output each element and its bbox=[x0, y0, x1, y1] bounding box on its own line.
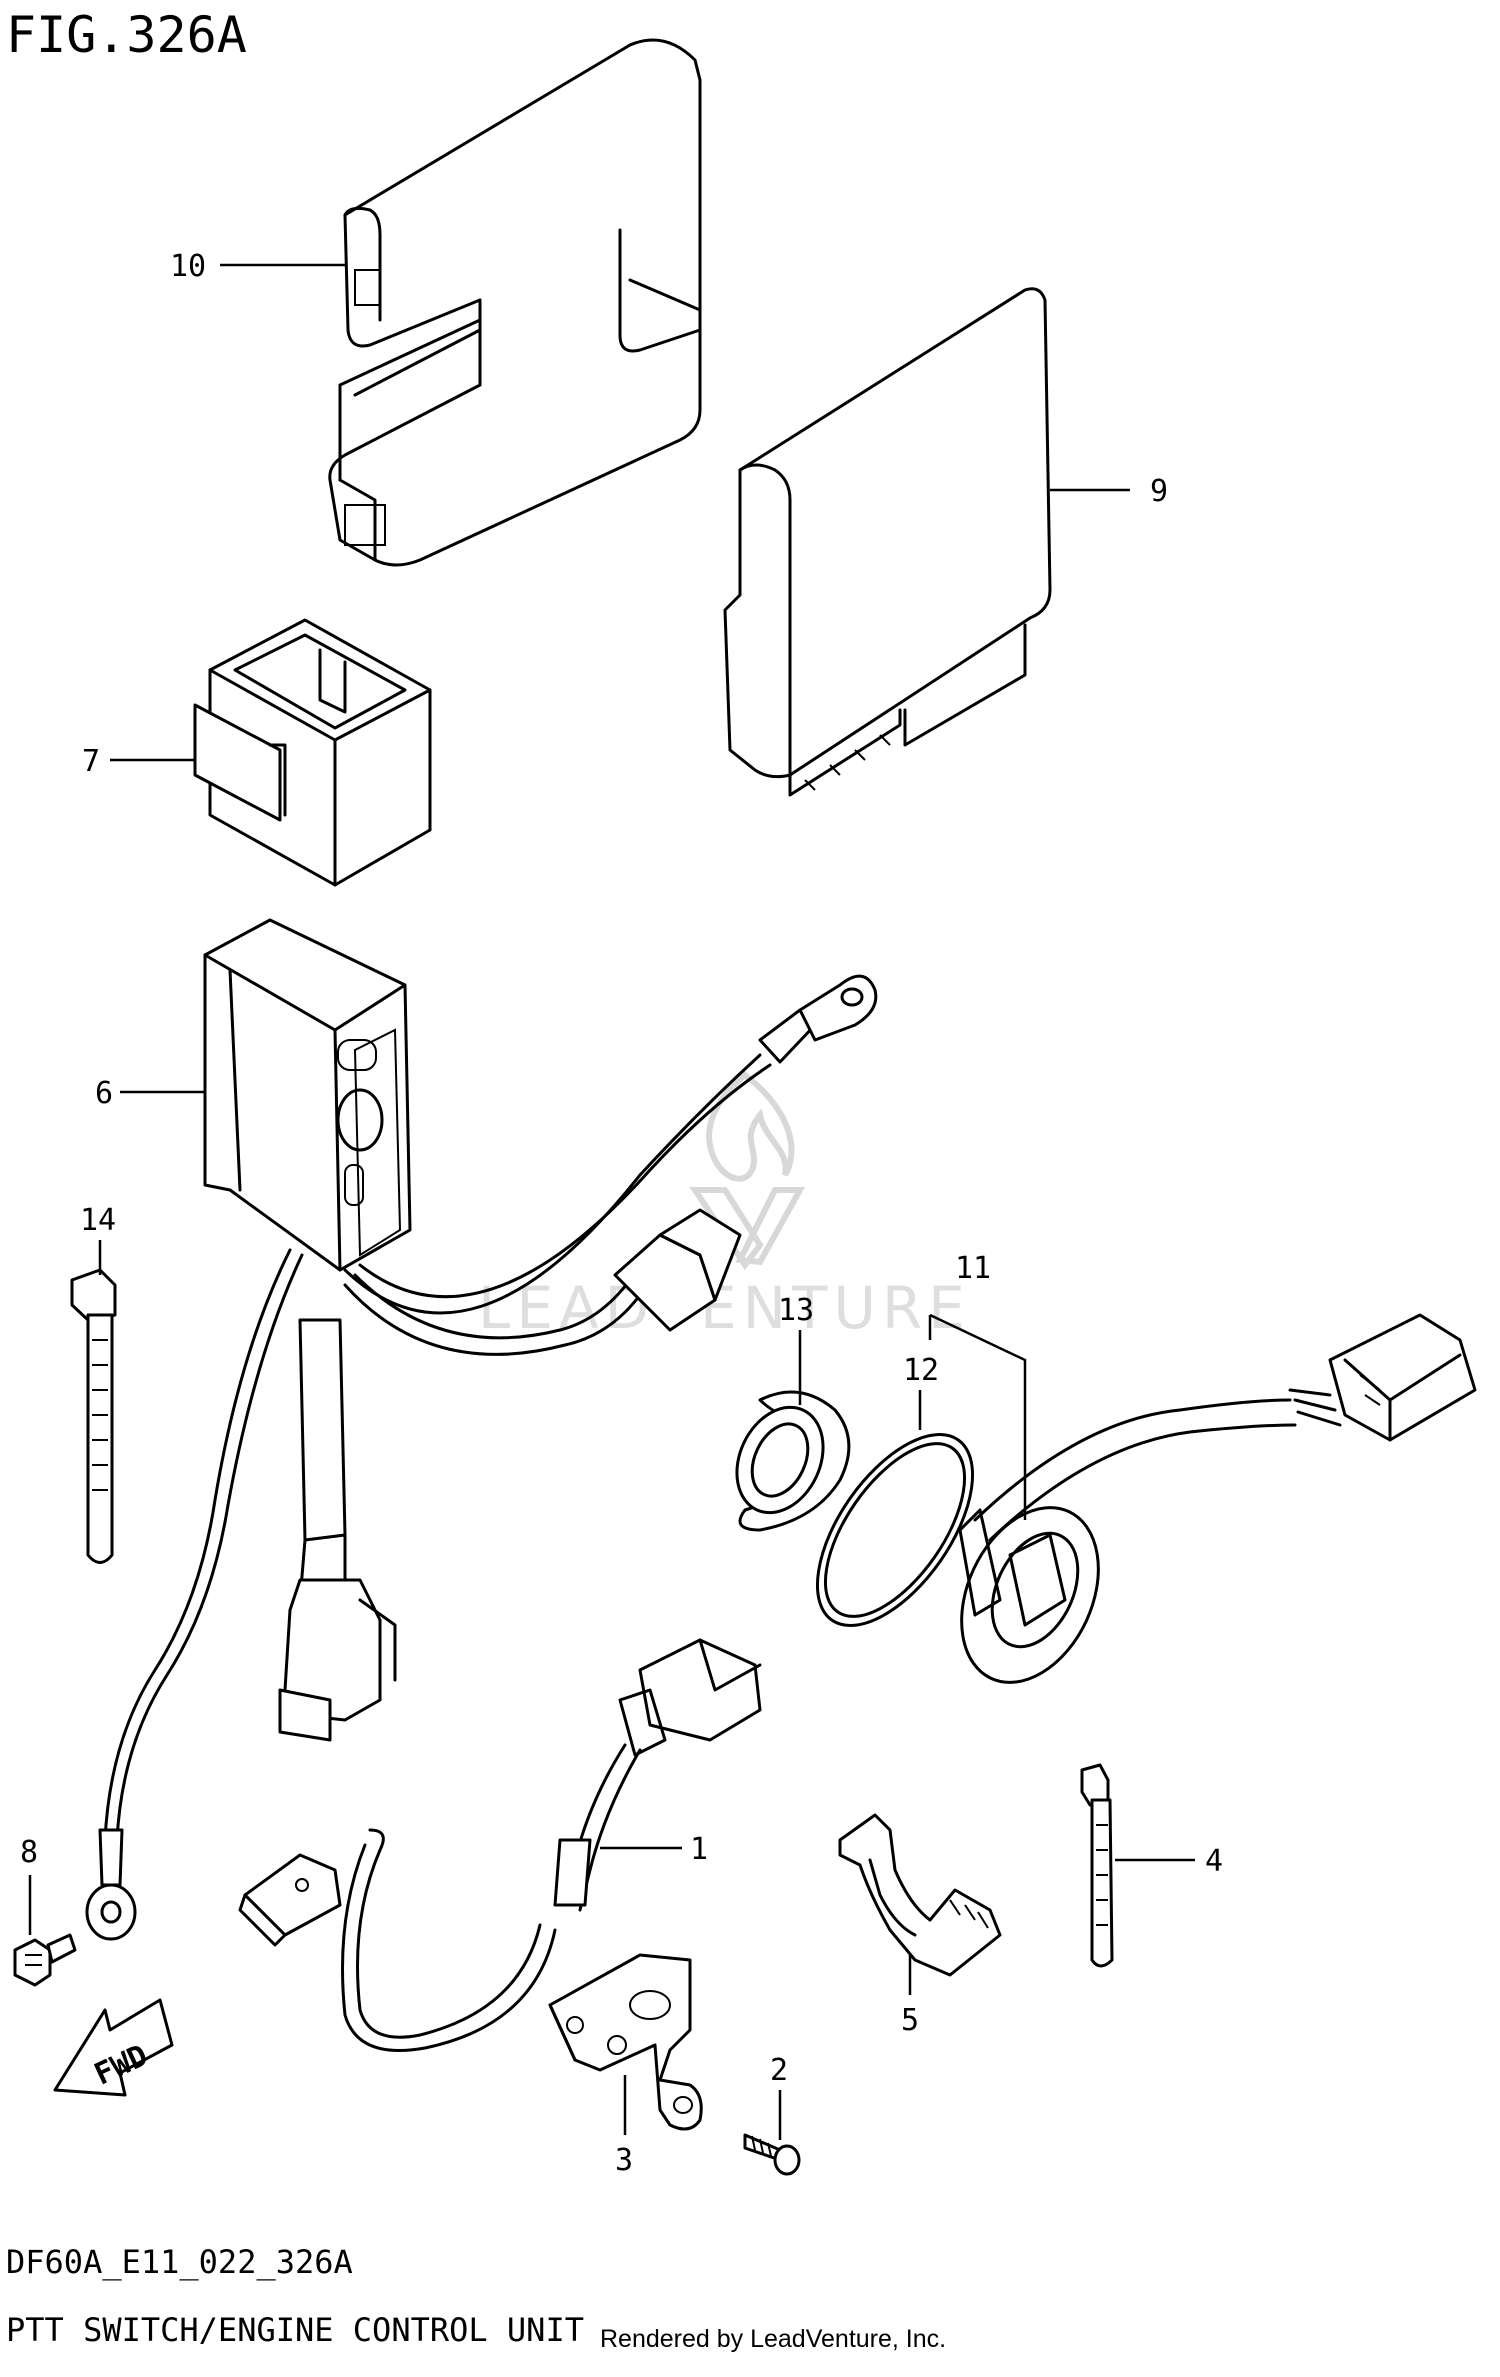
figure-title: FIG.326A bbox=[6, 6, 247, 64]
render-credit: Rendered by LeadVenture, Inc. bbox=[600, 2325, 946, 2353]
part-3-bracket[interactable] bbox=[548, 1953, 703, 2131]
callout-4: 4 bbox=[1205, 1844, 1223, 1879]
callout-6: 6 bbox=[95, 1076, 113, 1111]
part-5-clamp[interactable] bbox=[838, 1813, 1002, 1977]
callout-12: 12 bbox=[903, 1353, 939, 1388]
part-13-grommet[interactable] bbox=[721, 1390, 851, 1532]
callout-1: 1 bbox=[690, 1832, 708, 1867]
part-11-switch-socket-harness[interactable] bbox=[935, 1313, 1477, 1705]
leader-lines bbox=[28, 263, 1195, 2140]
callout-3: 3 bbox=[615, 2143, 633, 2178]
callout-14: 14 bbox=[80, 1203, 116, 1238]
figure-code: DF60A_E11_022_326A bbox=[6, 2243, 353, 2281]
part-14-cable-tie[interactable] bbox=[70, 1268, 117, 1564]
callout-9: 9 bbox=[1150, 474, 1168, 509]
part-8-bolt[interactable] bbox=[13, 1933, 77, 1987]
callout-8: 8 bbox=[20, 1835, 38, 1870]
part-2-screw[interactable] bbox=[743, 2133, 801, 2176]
callout-labels: 10 9 7 6 14 11 13 12 1 4 8 5 2 3 bbox=[20, 249, 1223, 2178]
fwd-direction-arrow: FWD bbox=[53, 1998, 174, 2097]
callout-5: 5 bbox=[901, 2003, 919, 2038]
part-7-relay-box[interactable] bbox=[193, 618, 432, 887]
part-12-o-ring[interactable] bbox=[787, 1408, 1003, 1651]
part-1-wiring-harness[interactable] bbox=[238, 1638, 762, 2052]
callout-11: 11 bbox=[955, 1251, 991, 1286]
callout-7: 7 bbox=[82, 744, 100, 779]
part-4-cable-tie[interactable] bbox=[1080, 1763, 1114, 1968]
figure-caption: PTT SWITCH/ENGINE CONTROL UNIT bbox=[6, 2311, 584, 2349]
watermark-logo: LEADVENTURE bbox=[478, 1071, 965, 1342]
part-6-ptt-switch-harness[interactable] bbox=[85, 918, 878, 1941]
callout-13: 13 bbox=[778, 1293, 814, 1328]
callout-2: 2 bbox=[770, 2053, 788, 2088]
part-10-ecu-holder[interactable] bbox=[328, 38, 702, 567]
part-9-engine-control-unit[interactable] bbox=[723, 287, 1052, 797]
callout-10: 10 bbox=[170, 249, 206, 284]
